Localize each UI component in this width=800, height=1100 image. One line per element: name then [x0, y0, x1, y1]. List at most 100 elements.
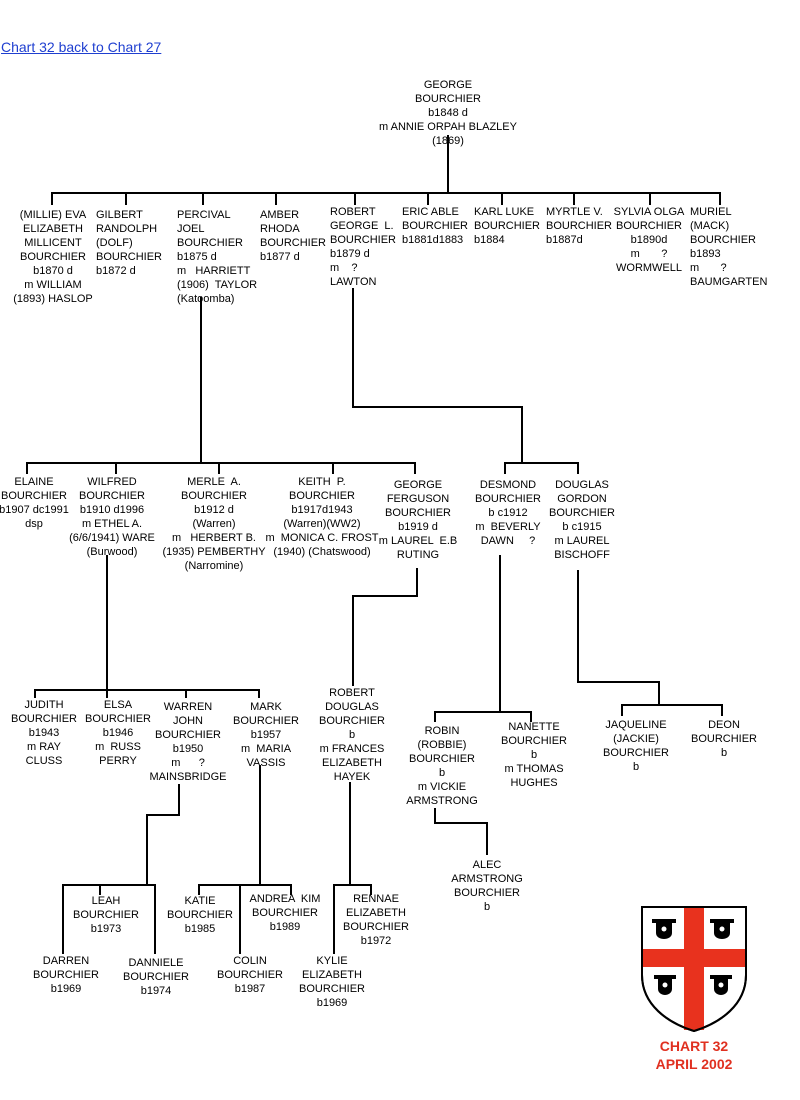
person-text-line: BOURCHIER: [500, 735, 567, 747]
person-text-line: m MARIA: [240, 743, 292, 755]
person-text-line: HUGHES: [510, 777, 558, 789]
person-text-line: DAWN ?: [480, 535, 536, 547]
person-text-line: BOURCHIER: [32, 969, 99, 981]
person-text-line: JOEL: [177, 223, 205, 235]
person-text-line: ARMSTRONG: [451, 873, 523, 885]
person-text-line: m ?: [330, 262, 358, 274]
chart-date-caption: APRIL 2002: [655, 1056, 733, 1072]
person-text-line: b1870 d: [33, 265, 73, 277]
person-text-line: SYLVIA OLGA: [613, 206, 685, 218]
person-text-line: m MONICA C. FROST: [265, 532, 379, 544]
person-text-line: b: [632, 761, 640, 773]
person-text-line: m BEVERLY: [475, 521, 541, 533]
person-text-line: b1950: [172, 743, 204, 755]
person-text-line: m VICKIE: [417, 781, 467, 793]
person-text-line: dsp: [25, 518, 43, 530]
person-text-line: HAYEK: [333, 771, 371, 783]
person-text-line: BOURCHIER: [251, 907, 318, 919]
person-text-line: b c1915: [562, 521, 602, 533]
person-text-line: PERCIVAL: [177, 209, 231, 221]
person-text-line: MURIEL: [690, 206, 732, 218]
person-text-line: BOURCHIER: [690, 733, 757, 745]
person-text-line: BOURCHIER: [384, 507, 451, 519]
person-text-line: MILLICENT: [24, 237, 82, 249]
person-text-line: b1875 d: [177, 251, 217, 263]
person-text-line: b1973: [90, 923, 122, 935]
person-text-line: BOURCHIER: [330, 234, 397, 246]
person-text-line: VASSIS: [246, 757, 286, 769]
person-text-line: BOURCHIER: [602, 747, 669, 759]
person-text-line: BOURCHIER: [72, 909, 139, 921]
person-text-line: GEORGE: [423, 79, 473, 91]
person-text-line: BOURCHIER: [690, 234, 757, 246]
person-text-line: BOURCHIER: [78, 490, 145, 502]
person-text-line: b1848 d: [428, 107, 468, 119]
person-text-line: MERLE A.: [187, 476, 241, 488]
person-text-line: b c1912: [488, 507, 528, 519]
person-text-line: BOURCHIER: [177, 237, 244, 249]
person-text-line: b1972: [360, 935, 392, 947]
person-text-line: RENNAE: [353, 893, 399, 905]
person-text-line: m RAY: [26, 741, 62, 753]
person-text-line: b1910 d1996: [79, 504, 145, 516]
person-text-line: KYLIE: [316, 955, 348, 967]
person-text-line: MAINSBRIDGE: [149, 771, 227, 783]
person-text-line: JOHN: [173, 715, 203, 727]
person-text-line: (Warren)(WW2): [283, 518, 361, 530]
person-text-line: KATIE: [184, 895, 216, 907]
person-text-line: ROBERT: [329, 687, 375, 699]
person-text-line: (JACKIE): [613, 733, 659, 745]
person-text-line: b1881d1883: [402, 234, 464, 246]
person-text-line: (1935) PEMBERTHY: [162, 546, 266, 558]
person-text-line: JUDITH: [24, 699, 64, 711]
person-text-line: m ?: [690, 262, 727, 274]
person-text-line: BOURCHIER: [180, 490, 247, 502]
person-text-line: BOURCHIER: [232, 715, 299, 727]
person-text-line: ELSA: [103, 699, 133, 711]
person-text-line: (Narromine): [184, 560, 244, 572]
person-text-line: BOURCHIER: [84, 713, 151, 725]
person-text-line: b1943: [28, 727, 60, 739]
person-text-line: GEORGE L.: [330, 220, 394, 232]
person-text-line: BOURCHIER: [260, 237, 327, 249]
person-text-line: BISCHOFF: [554, 549, 610, 561]
person-text-line: ELAINE: [14, 476, 54, 488]
person-text-line: ROBIN: [424, 725, 460, 737]
person-text-line: b: [720, 747, 728, 759]
person-text-line: (ROBBIE): [417, 739, 467, 751]
person-text-line: b1989: [269, 921, 301, 933]
person-text-line: ELIZABETH: [23, 223, 83, 235]
person-text-line: (DOLF): [96, 237, 133, 249]
person-text-line: BOURCHIER: [216, 969, 283, 981]
back-to-chart-link[interactable]: Chart 32 back to Chart 27: [1, 39, 162, 55]
person-text-line: b1985: [184, 923, 216, 935]
person-text-line: ALEC: [472, 859, 502, 871]
person-text-line: (Warren): [192, 518, 236, 530]
person-text-line: BOURCHIER: [10, 713, 77, 725]
person-text-line: b: [348, 729, 356, 741]
person-text-line: b1884: [474, 234, 505, 246]
person-text-line: b1890d: [630, 234, 668, 246]
person-text-line: b1917d1943: [291, 504, 353, 516]
person-text-line: BOURCHIER: [548, 507, 615, 519]
person-text-line: b1887d: [546, 234, 583, 246]
person-text-line: ELIZABETH: [346, 907, 406, 919]
person-text-line: (1940) (Chatswood): [273, 546, 371, 558]
person-text-line: RHODA: [260, 223, 300, 235]
person-text-line: ERIC ABLE: [402, 206, 459, 218]
person-text-line: BOURCHIER: [474, 220, 541, 232]
person-text-line: m RUSS: [95, 741, 141, 753]
